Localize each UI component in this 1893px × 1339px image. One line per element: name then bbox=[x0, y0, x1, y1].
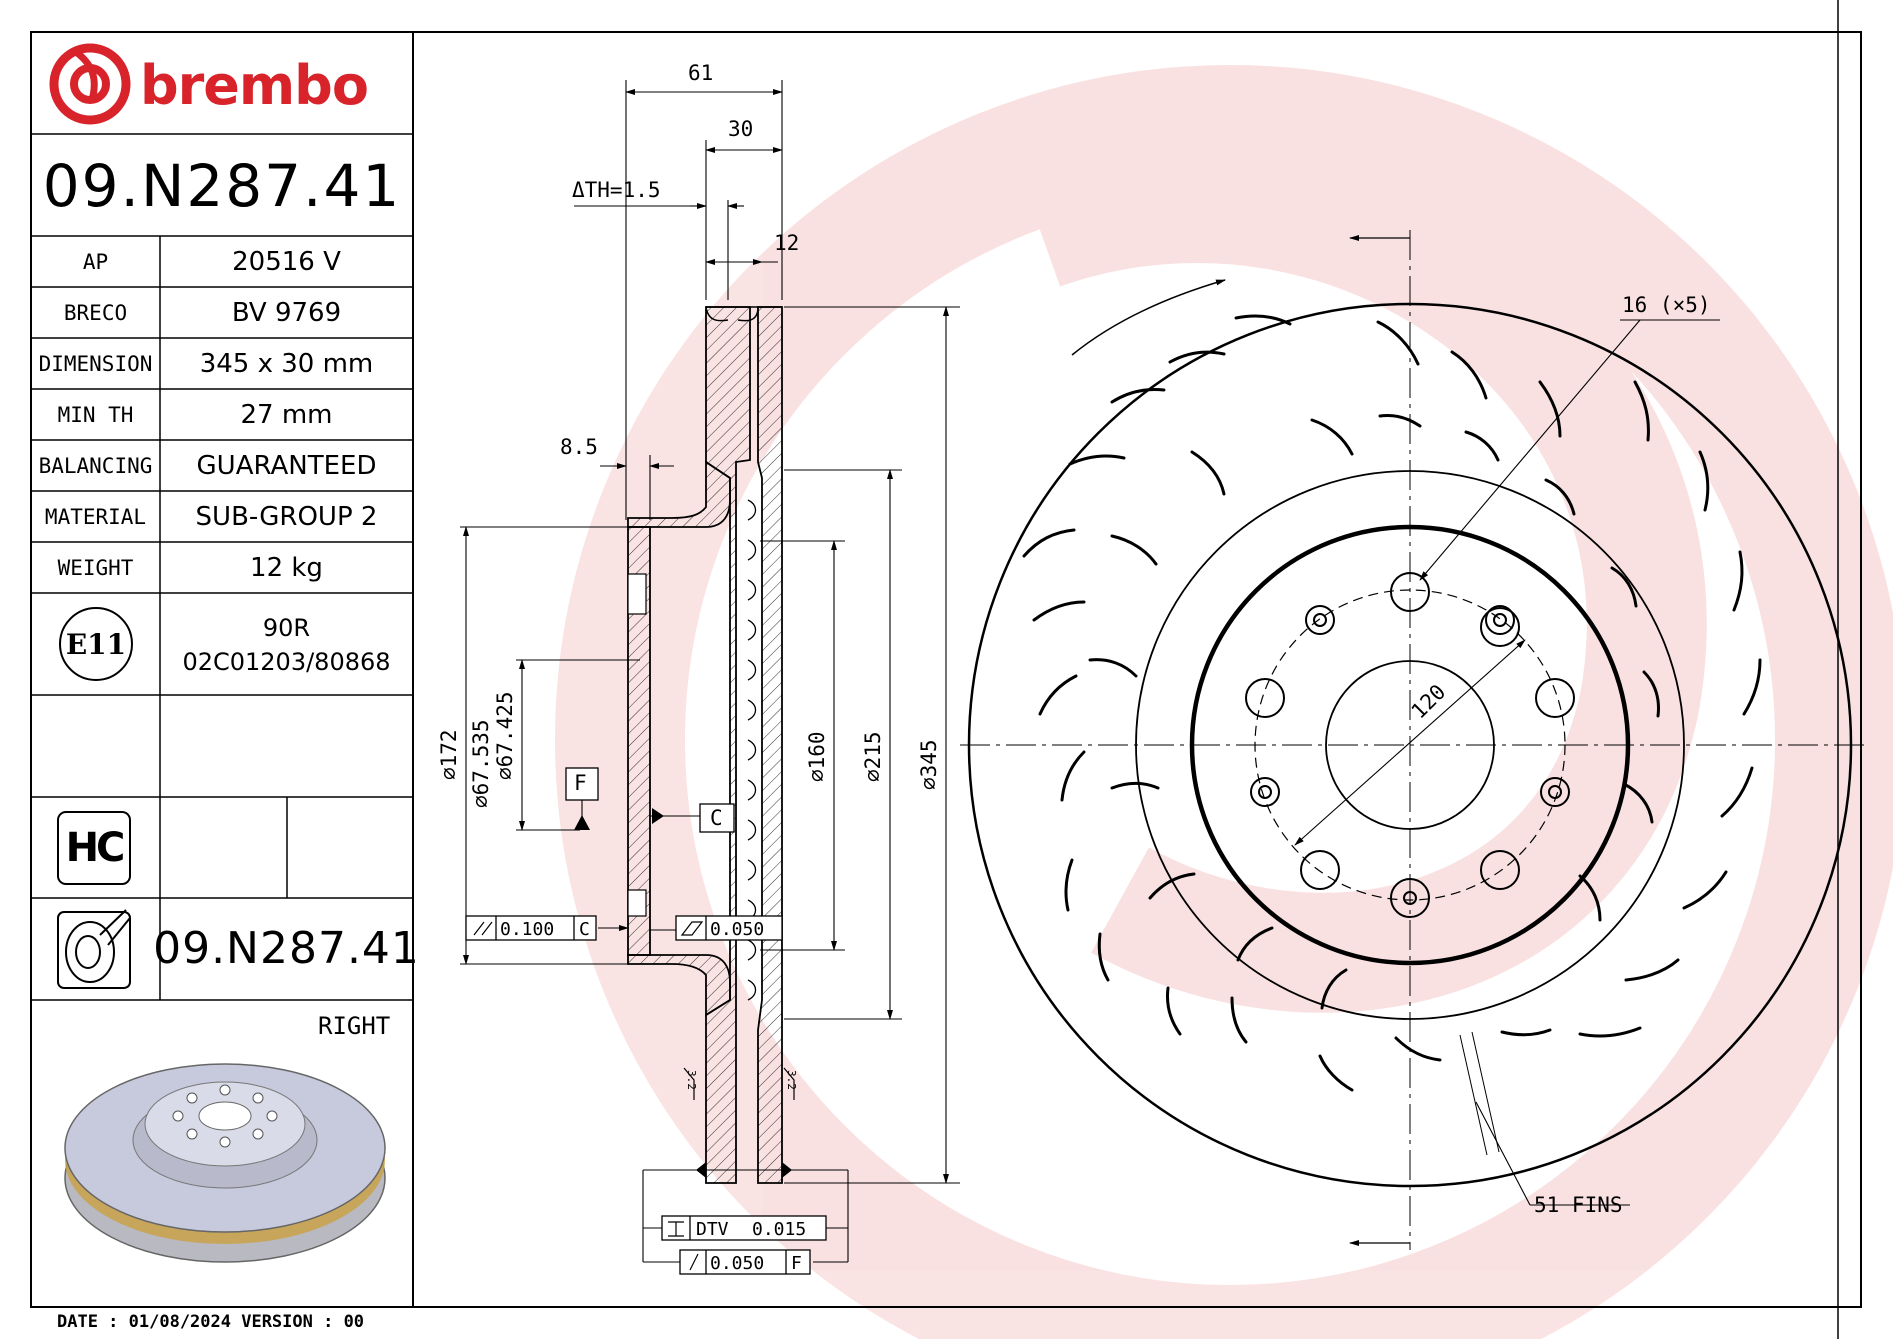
spec-label-dimension: DIMENSION bbox=[38, 351, 153, 376]
spec-label-breco: BRECO bbox=[63, 300, 128, 325]
dim-d215: ⌀215 bbox=[861, 731, 885, 782]
part-number: 09.N287.41 bbox=[42, 152, 402, 220]
disc-type-icon bbox=[57, 909, 131, 989]
footer-date-version: DATE : 01/08/2024 VERSION : 00 bbox=[57, 1312, 365, 1332]
side-label: RIGHT bbox=[318, 1012, 391, 1040]
spec-value-min-th: 27 mm bbox=[240, 399, 333, 430]
dim-delta-th: ΔTH=1.5 bbox=[572, 178, 661, 202]
spec-value-dimension: 345 x 30 mm bbox=[199, 348, 374, 379]
roughness-symbols bbox=[683, 1067, 795, 1100]
front-view bbox=[960, 230, 1870, 1250]
dim-d67-535: ⌀67.535 bbox=[469, 719, 493, 808]
title-block-grid bbox=[31, 133, 413, 1001]
hc-mark-icon bbox=[57, 811, 131, 885]
spec-value-material: SUB-GROUP 2 bbox=[195, 501, 378, 532]
brand-wordmark: brembo bbox=[140, 54, 369, 117]
datum-f-label: F bbox=[574, 771, 587, 795]
part-number-bottom: 09.N287.41 bbox=[153, 922, 420, 974]
hc-mark-label: HC bbox=[65, 825, 126, 871]
dim-holes: 16 (×5) bbox=[1622, 293, 1711, 317]
spec-value-ap: 20516 V bbox=[232, 246, 341, 277]
spec-label-weight: WEIGHT bbox=[57, 555, 134, 580]
datum-c-label: C bbox=[710, 806, 723, 830]
dim-total-width: 61 bbox=[688, 61, 713, 85]
fins-count: 51 FINS bbox=[1534, 1193, 1623, 1217]
dim-hat-wall: 8.5 bbox=[560, 435, 598, 459]
parallel-tolerance: 0.100 bbox=[500, 919, 554, 940]
tolerance-frames bbox=[465, 767, 827, 1275]
section-dimension-lines bbox=[460, 80, 960, 1263]
dim-pcd: 120 bbox=[1407, 680, 1451, 724]
dtv-tolerance: 0.015 bbox=[752, 1219, 806, 1240]
roughness-right: 3.2 bbox=[785, 1070, 798, 1090]
flatness-tolerance: 0.050 bbox=[710, 919, 764, 940]
e11-mark-label: E11 bbox=[65, 627, 127, 661]
spec-value-breco: BV 9769 bbox=[231, 297, 342, 328]
spec-label-ap: AP bbox=[82, 249, 109, 274]
datum-markers bbox=[574, 808, 792, 1178]
e11-mark-icon bbox=[59, 607, 133, 681]
runout-datum: F bbox=[791, 1253, 802, 1274]
dtv-label: DTV bbox=[696, 1219, 729, 1240]
parallel-datum: C bbox=[579, 919, 590, 940]
disc-render bbox=[64, 1063, 386, 1263]
dim-thickness: 30 bbox=[728, 117, 753, 141]
spec-label-material: MATERIAL bbox=[44, 504, 147, 529]
homologation-line1: 90R bbox=[262, 614, 311, 642]
dim-d172: ⌀172 bbox=[437, 729, 461, 780]
dim-inner-offset: 12 bbox=[774, 231, 799, 255]
spec-value-balancing: GUARANTEED bbox=[196, 450, 377, 481]
spec-label-balancing: BALANCING bbox=[38, 453, 153, 478]
homologation-line2: 02C01203/80868 bbox=[182, 648, 391, 676]
brembo-logo-icon bbox=[49, 43, 131, 125]
dim-d67-425: ⌀67.425 bbox=[493, 691, 517, 780]
dim-d345: ⌀345 bbox=[917, 739, 941, 790]
spec-value-weight: 12 kg bbox=[250, 552, 323, 583]
runout-tolerance: 0.050 bbox=[710, 1253, 764, 1274]
spec-label-min-th: MIN TH bbox=[57, 402, 134, 427]
section-view bbox=[627, 306, 783, 1184]
roughness-left: 3.2 bbox=[685, 1070, 698, 1090]
dim-d160: ⌀160 bbox=[805, 731, 829, 782]
